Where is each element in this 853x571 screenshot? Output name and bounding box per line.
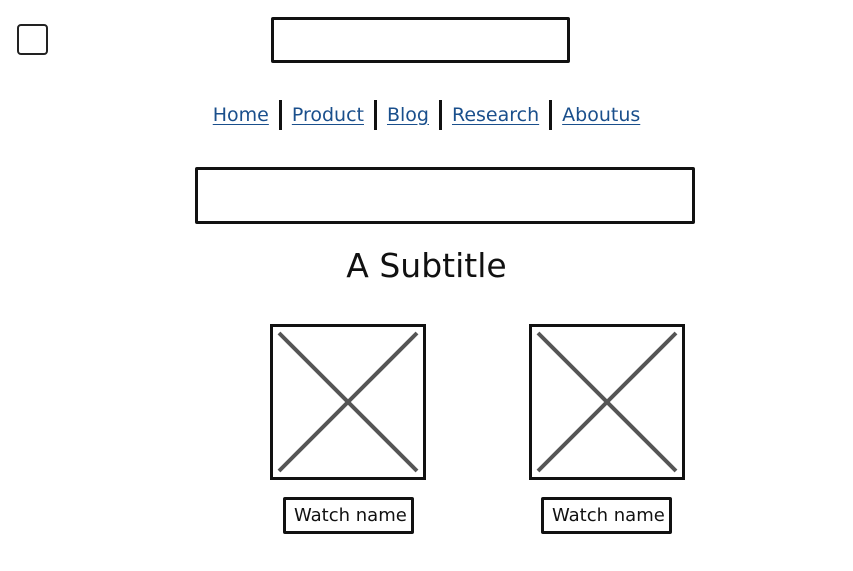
- page-title-box: [195, 167, 695, 224]
- watch-card[interactable]: Watch name: [529, 324, 689, 534]
- watch-card[interactable]: Watch name: [270, 324, 430, 534]
- main-nav: Home Product Blog Research Aboutus: [0, 98, 853, 132]
- header-text-box[interactable]: [271, 17, 570, 63]
- image-placeholder-icon: [270, 324, 426, 480]
- nav-link-product[interactable]: Product: [291, 103, 364, 126]
- nav-divider: [373, 100, 377, 130]
- nav-link-home[interactable]: Home: [212, 103, 269, 126]
- nav-divider: [438, 100, 442, 130]
- image-placeholder-icon: [529, 324, 685, 480]
- nav-link-aboutus[interactable]: Aboutus: [562, 103, 641, 126]
- nav-link-blog[interactable]: Blog: [386, 103, 429, 126]
- nav-divider: [549, 100, 553, 130]
- watch-name-label: Watch name: [541, 497, 672, 534]
- header-checkbox[interactable]: [17, 24, 48, 55]
- page-subtitle: A Subtitle: [346, 246, 507, 285]
- nav-link-research[interactable]: Research: [451, 103, 540, 126]
- watch-name-label: Watch name: [283, 497, 414, 534]
- nav-divider: [278, 100, 282, 130]
